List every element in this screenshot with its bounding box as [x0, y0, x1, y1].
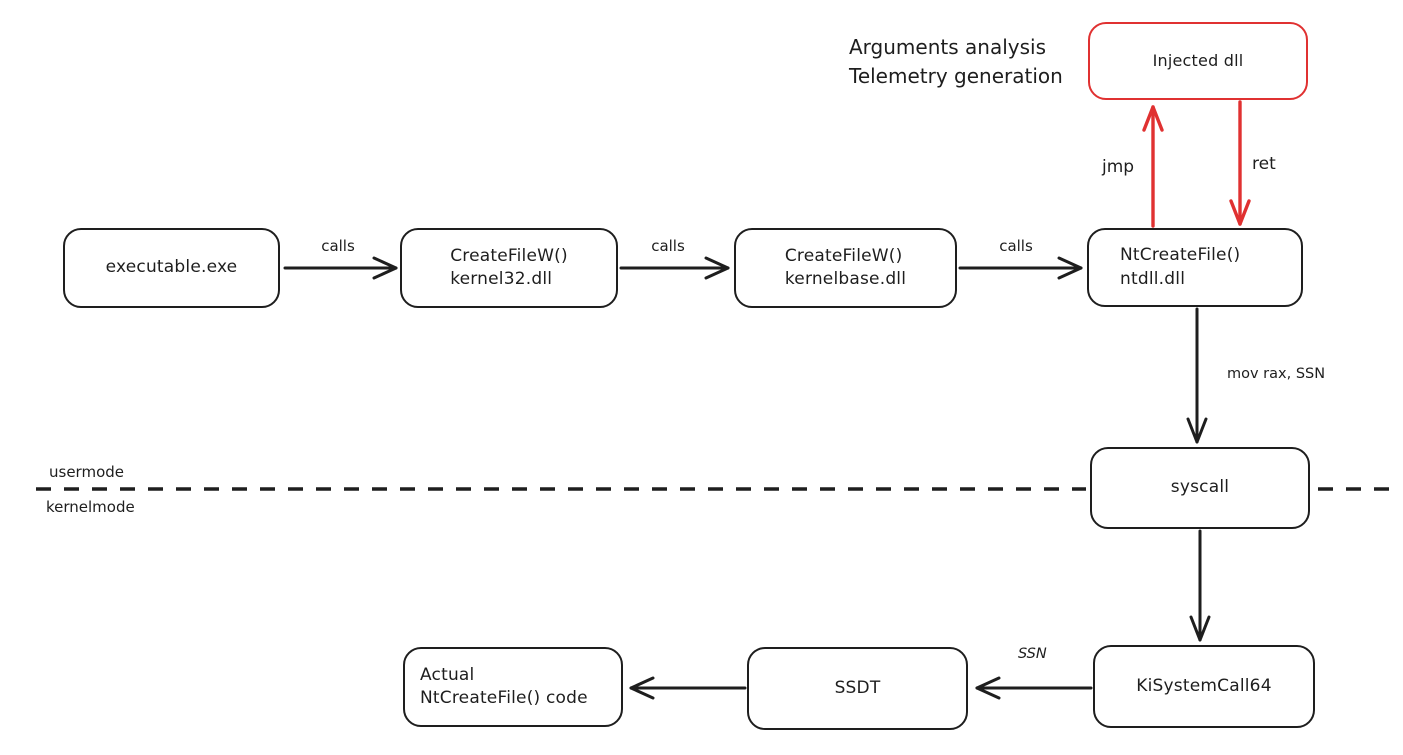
arrow-ret [1229, 100, 1251, 226]
node-syscall: syscall [1090, 447, 1310, 529]
node-kernelbase-line2: kernelbase.dll [784, 269, 907, 289]
node-executable: executable.exe [63, 228, 280, 308]
node-kisystemcall64-label: KiSystemCall64 [1136, 675, 1272, 696]
annotation-arguments-analysis: Arguments analysis Telemetry generation [849, 33, 1063, 91]
node-kernel32: CreateFileW() kernel32.dll [400, 228, 618, 308]
node-actual-line2: NtCreateFile() code [420, 688, 588, 708]
node-actual-ntcreatefile: Actual NtCreateFile() code [403, 647, 623, 727]
node-executable-label: executable.exe [105, 257, 238, 278]
node-ssdt-label: SSDT [834, 677, 881, 698]
node-kernelbase: CreateFileW() kernelbase.dll [734, 228, 957, 308]
node-kernel32-line1: CreateFileW() [450, 245, 568, 266]
label-mov-rax-ssn: mov rax, SSN [1227, 366, 1326, 382]
node-kernel32-line2: kernel32.dll [450, 269, 553, 289]
label-calls-3: calls [999, 237, 1033, 255]
label-calls-2: calls [651, 237, 685, 255]
node-actual-line1: Actual [420, 664, 475, 685]
label-kernelmode: kernelmode [46, 498, 135, 516]
arrow-calls-2 [619, 256, 730, 280]
label-ret: ret [1252, 154, 1276, 174]
node-syscall-label: syscall [1170, 477, 1230, 498]
node-ssdt: SSDT [747, 647, 968, 730]
node-ntdll-line1: NtCreateFile() [1120, 245, 1241, 266]
node-ntdll: NtCreateFile() ntdll.dll [1087, 228, 1303, 307]
annotation-line1: Arguments analysis [849, 35, 1046, 59]
node-injected-dll-label: Injected dll [1152, 50, 1244, 70]
arrow-jmp [1142, 105, 1164, 228]
arrow-ssdt-to-actual [629, 676, 747, 700]
annotation-line2: Telemetry generation [849, 64, 1063, 88]
label-jmp: jmp [1102, 157, 1135, 177]
node-ntdll-line2: ntdll.dll [1120, 268, 1186, 289]
node-injected-dll: Injected dll [1088, 22, 1308, 100]
arrow-calls-3 [958, 256, 1083, 280]
arrow-mov-rax-ssn [1186, 307, 1208, 444]
node-kisystemcall64: KiSystemCall64 [1093, 645, 1315, 728]
arrow-ssn [975, 676, 1093, 700]
arrow-calls-1 [283, 256, 398, 280]
label-calls-1: calls [321, 237, 355, 255]
label-ssn: SSN [1018, 646, 1047, 662]
label-usermode: usermode [49, 463, 124, 481]
node-kernelbase-line1: CreateFileW() [784, 245, 903, 266]
arrow-syscall-to-kisystemcall64 [1189, 529, 1211, 642]
